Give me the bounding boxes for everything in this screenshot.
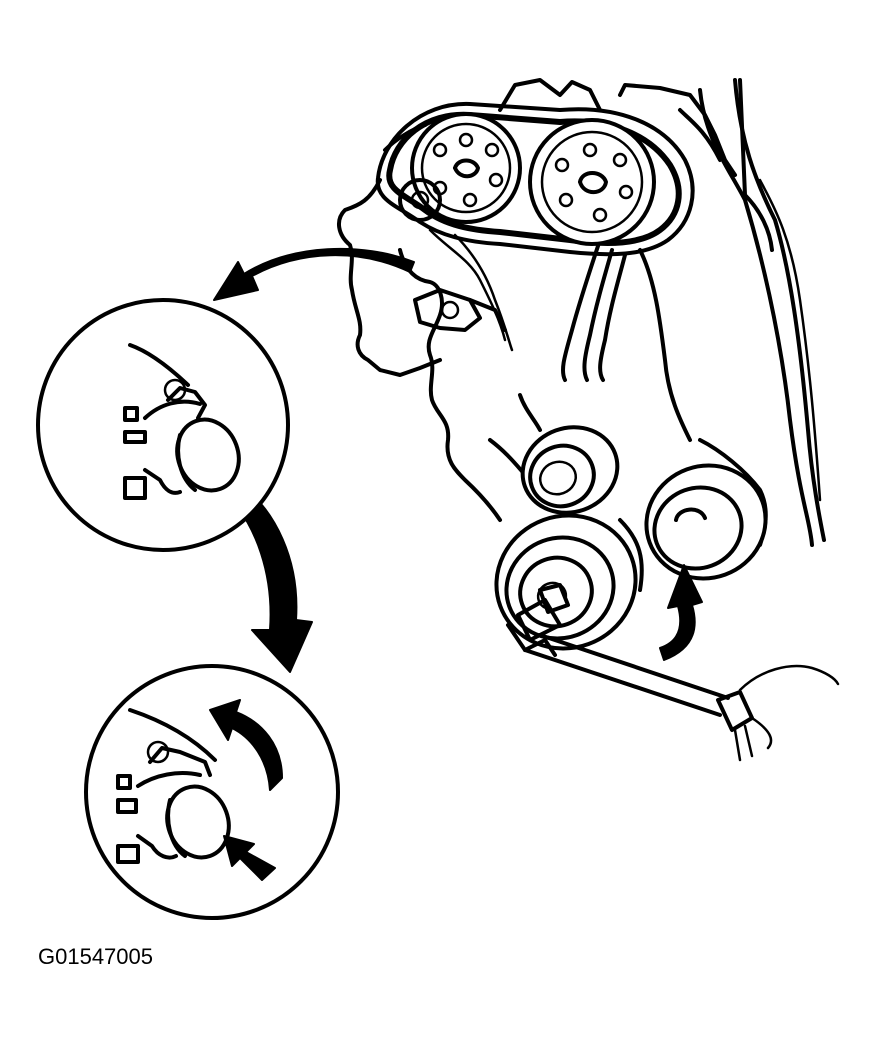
wrench-icon xyxy=(506,583,840,762)
idler-pulley-icon xyxy=(398,178,442,222)
camshaft-sprocket-right-icon xyxy=(528,118,656,246)
rotation-arrow-icon xyxy=(659,564,703,661)
tensioner-detail-circle-bottom xyxy=(84,664,340,920)
crankshaft-pulley-icon xyxy=(494,513,644,651)
pointer-arrow-top-icon xyxy=(213,247,415,301)
pointer-arrow-middle-icon xyxy=(227,483,313,673)
tensioner-icon xyxy=(413,288,507,332)
camshaft-sprocket-left-icon xyxy=(410,112,522,224)
figure-code-label: G01547005 xyxy=(38,944,153,969)
tensioner-detail-circle-top xyxy=(36,298,290,552)
engine-block-icon xyxy=(337,78,826,547)
water-pump-pulley-icon xyxy=(520,425,620,515)
oil-pump-pulley-icon xyxy=(644,463,768,581)
